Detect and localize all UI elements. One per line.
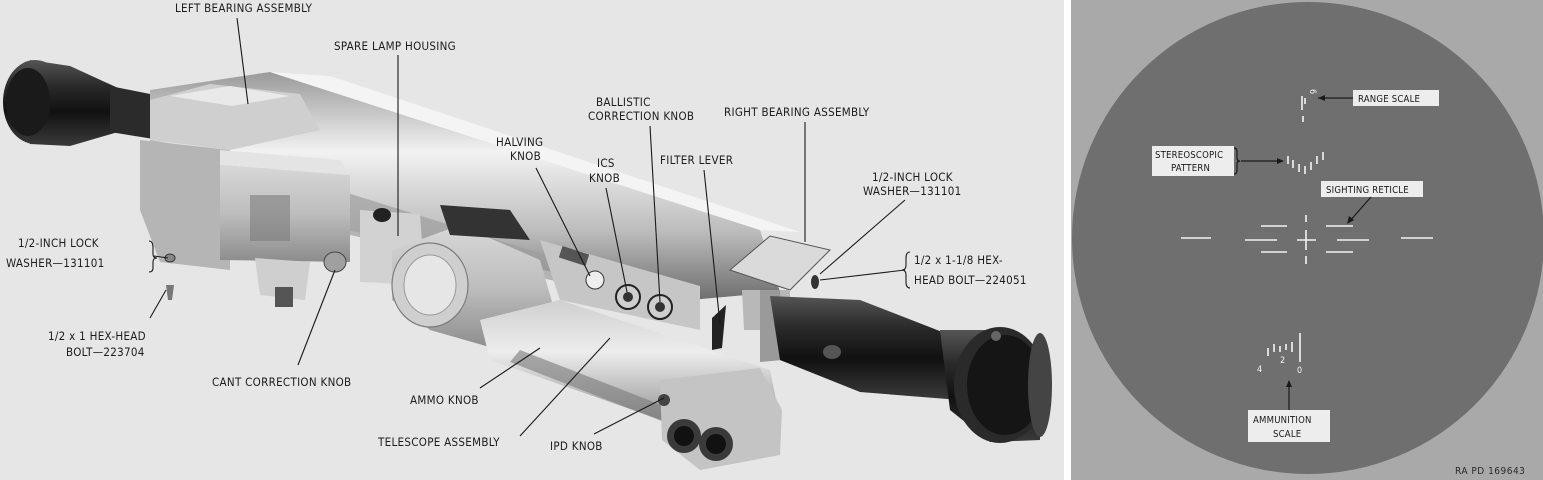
leader-lines [148, 17, 911, 437]
label-ammunition-line2: SCALE [1273, 429, 1301, 440]
panel-divider [1064, 0, 1071, 480]
label-stereoscopic-line2: PATTERN [1171, 163, 1210, 174]
label-filter-lever: FILTER LEVER [660, 153, 733, 167]
label-range-scale: RANGE SCALE [1358, 94, 1420, 105]
field-of-view-circle [1072, 2, 1543, 474]
rangefinder-illustration: LEFT BEARING ASSEMBLY SPARE LAMP HOUSING… [3, 1, 1052, 470]
reticle-callouts: RANGE SCALE STEREOSCOPIC PATTERN SIGHTIN… [1152, 90, 1439, 442]
label-ballistic-line1: BALLISTIC [596, 95, 651, 109]
label-sighting-reticle: SIGHTING RETICLE [1326, 185, 1409, 196]
label-lock-washer-right-line1: 1/2-INCH LOCK [872, 170, 953, 184]
ammo-scale-digit-4: 4 [1257, 365, 1262, 375]
figure-code: RA PD 169643 [1455, 466, 1525, 477]
reticle-view: 6 [1071, 0, 1543, 480]
label-lock-washer-right-line2: WASHER—131101 [863, 184, 962, 198]
label-ipd-knob: IPD KNOB [550, 439, 603, 453]
main-housing [140, 72, 831, 470]
range-scale-marks: 6 [1301, 89, 1317, 122]
range-scale-digit: 6 [1307, 89, 1317, 94]
callout-labels: LEFT BEARING ASSEMBLY SPARE LAMP HOUSING… [6, 1, 1027, 453]
right-end-tube [770, 296, 1052, 443]
label-halving-line2: KNOB [510, 149, 541, 163]
label-lock-washer-left-line1: 1/2-INCH LOCK [18, 236, 99, 250]
label-lock-washer-left-line2: WASHER—131101 [6, 256, 105, 270]
ammo-scale-digit-0: 0 [1297, 366, 1302, 376]
label-ics-line1: ICS [597, 156, 615, 170]
reticle-view-panel: 6 [1071, 0, 1543, 480]
left-end-cap [3, 60, 160, 146]
label-ammo-knob: AMMO KNOB [410, 393, 479, 407]
label-halving-line1: HALVING [496, 135, 543, 149]
label-right-bearing-assembly: RIGHT BEARING ASSEMBLY [724, 105, 870, 119]
label-hex-bolt-left-line1: 1/2 x 1 HEX-HEAD [48, 329, 146, 343]
label-spare-lamp-housing: SPARE LAMP HOUSING [334, 39, 456, 53]
label-hex-bolt-left-line2: BOLT—223704 [66, 345, 145, 359]
sighting-reticle-marks [1181, 215, 1433, 264]
ammunition-scale-marks: 4 2 0 [1257, 333, 1302, 376]
label-telescope-assembly: TELESCOPE ASSEMBLY [377, 435, 500, 449]
rangefinder-illustration-panel: LEFT BEARING ASSEMBLY SPARE LAMP HOUSING… [0, 0, 1064, 480]
label-hex-bolt-right-line2: HEAD BOLT—224051 [914, 273, 1027, 287]
stereoscopic-pattern-marks [1287, 152, 1324, 174]
label-hex-bolt-right-line1: 1/2 x 1-1/8 HEX- [914, 253, 1003, 267]
label-stereoscopic-line1: STEREOSCOPIC [1155, 150, 1223, 161]
label-cant-correction-knob: CANT CORRECTION KNOB [212, 375, 351, 389]
label-ammunition-line1: AMMUNITION [1253, 415, 1312, 426]
label-ics-line2: KNOB [589, 171, 620, 185]
ammo-scale-digit-2: 2 [1280, 356, 1285, 366]
label-left-bearing-assembly: LEFT BEARING ASSEMBLY [175, 1, 313, 15]
label-ballistic-line2: CORRECTION KNOB [588, 109, 694, 123]
